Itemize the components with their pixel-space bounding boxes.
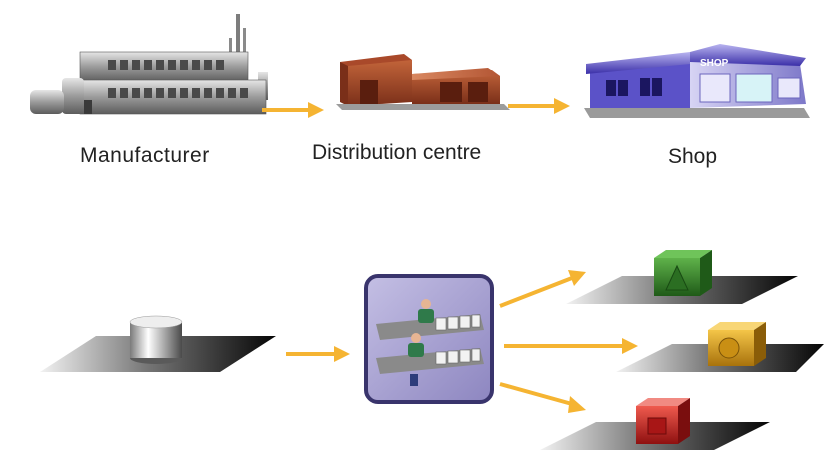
label-manufacturer: Manufacturer [80,144,210,167]
warehouse-icon [336,54,510,110]
arrow-process-to-green [499,270,586,308]
arrow-distribution-to-shop [508,98,570,114]
factory-icon [30,14,268,115]
workers-sorting-icon [364,274,494,404]
red-square-box-icon [540,398,770,450]
arrow-process-to-red [499,382,586,413]
green-triangle-box-icon [566,250,798,304]
grey-cylinder-icon [40,315,276,372]
shop-building-icon: SHOP [584,44,810,118]
arrow-source-to-process [286,346,350,362]
label-distribution-centre: Distribution centre [312,141,482,164]
label-shop: Shop [668,145,718,168]
yellow-circle-box-icon [616,322,824,372]
arrow-manufacturer-to-distribution [262,102,324,118]
arrow-process-to-yellow [504,338,638,354]
shop-sign: SHOP [700,58,729,69]
